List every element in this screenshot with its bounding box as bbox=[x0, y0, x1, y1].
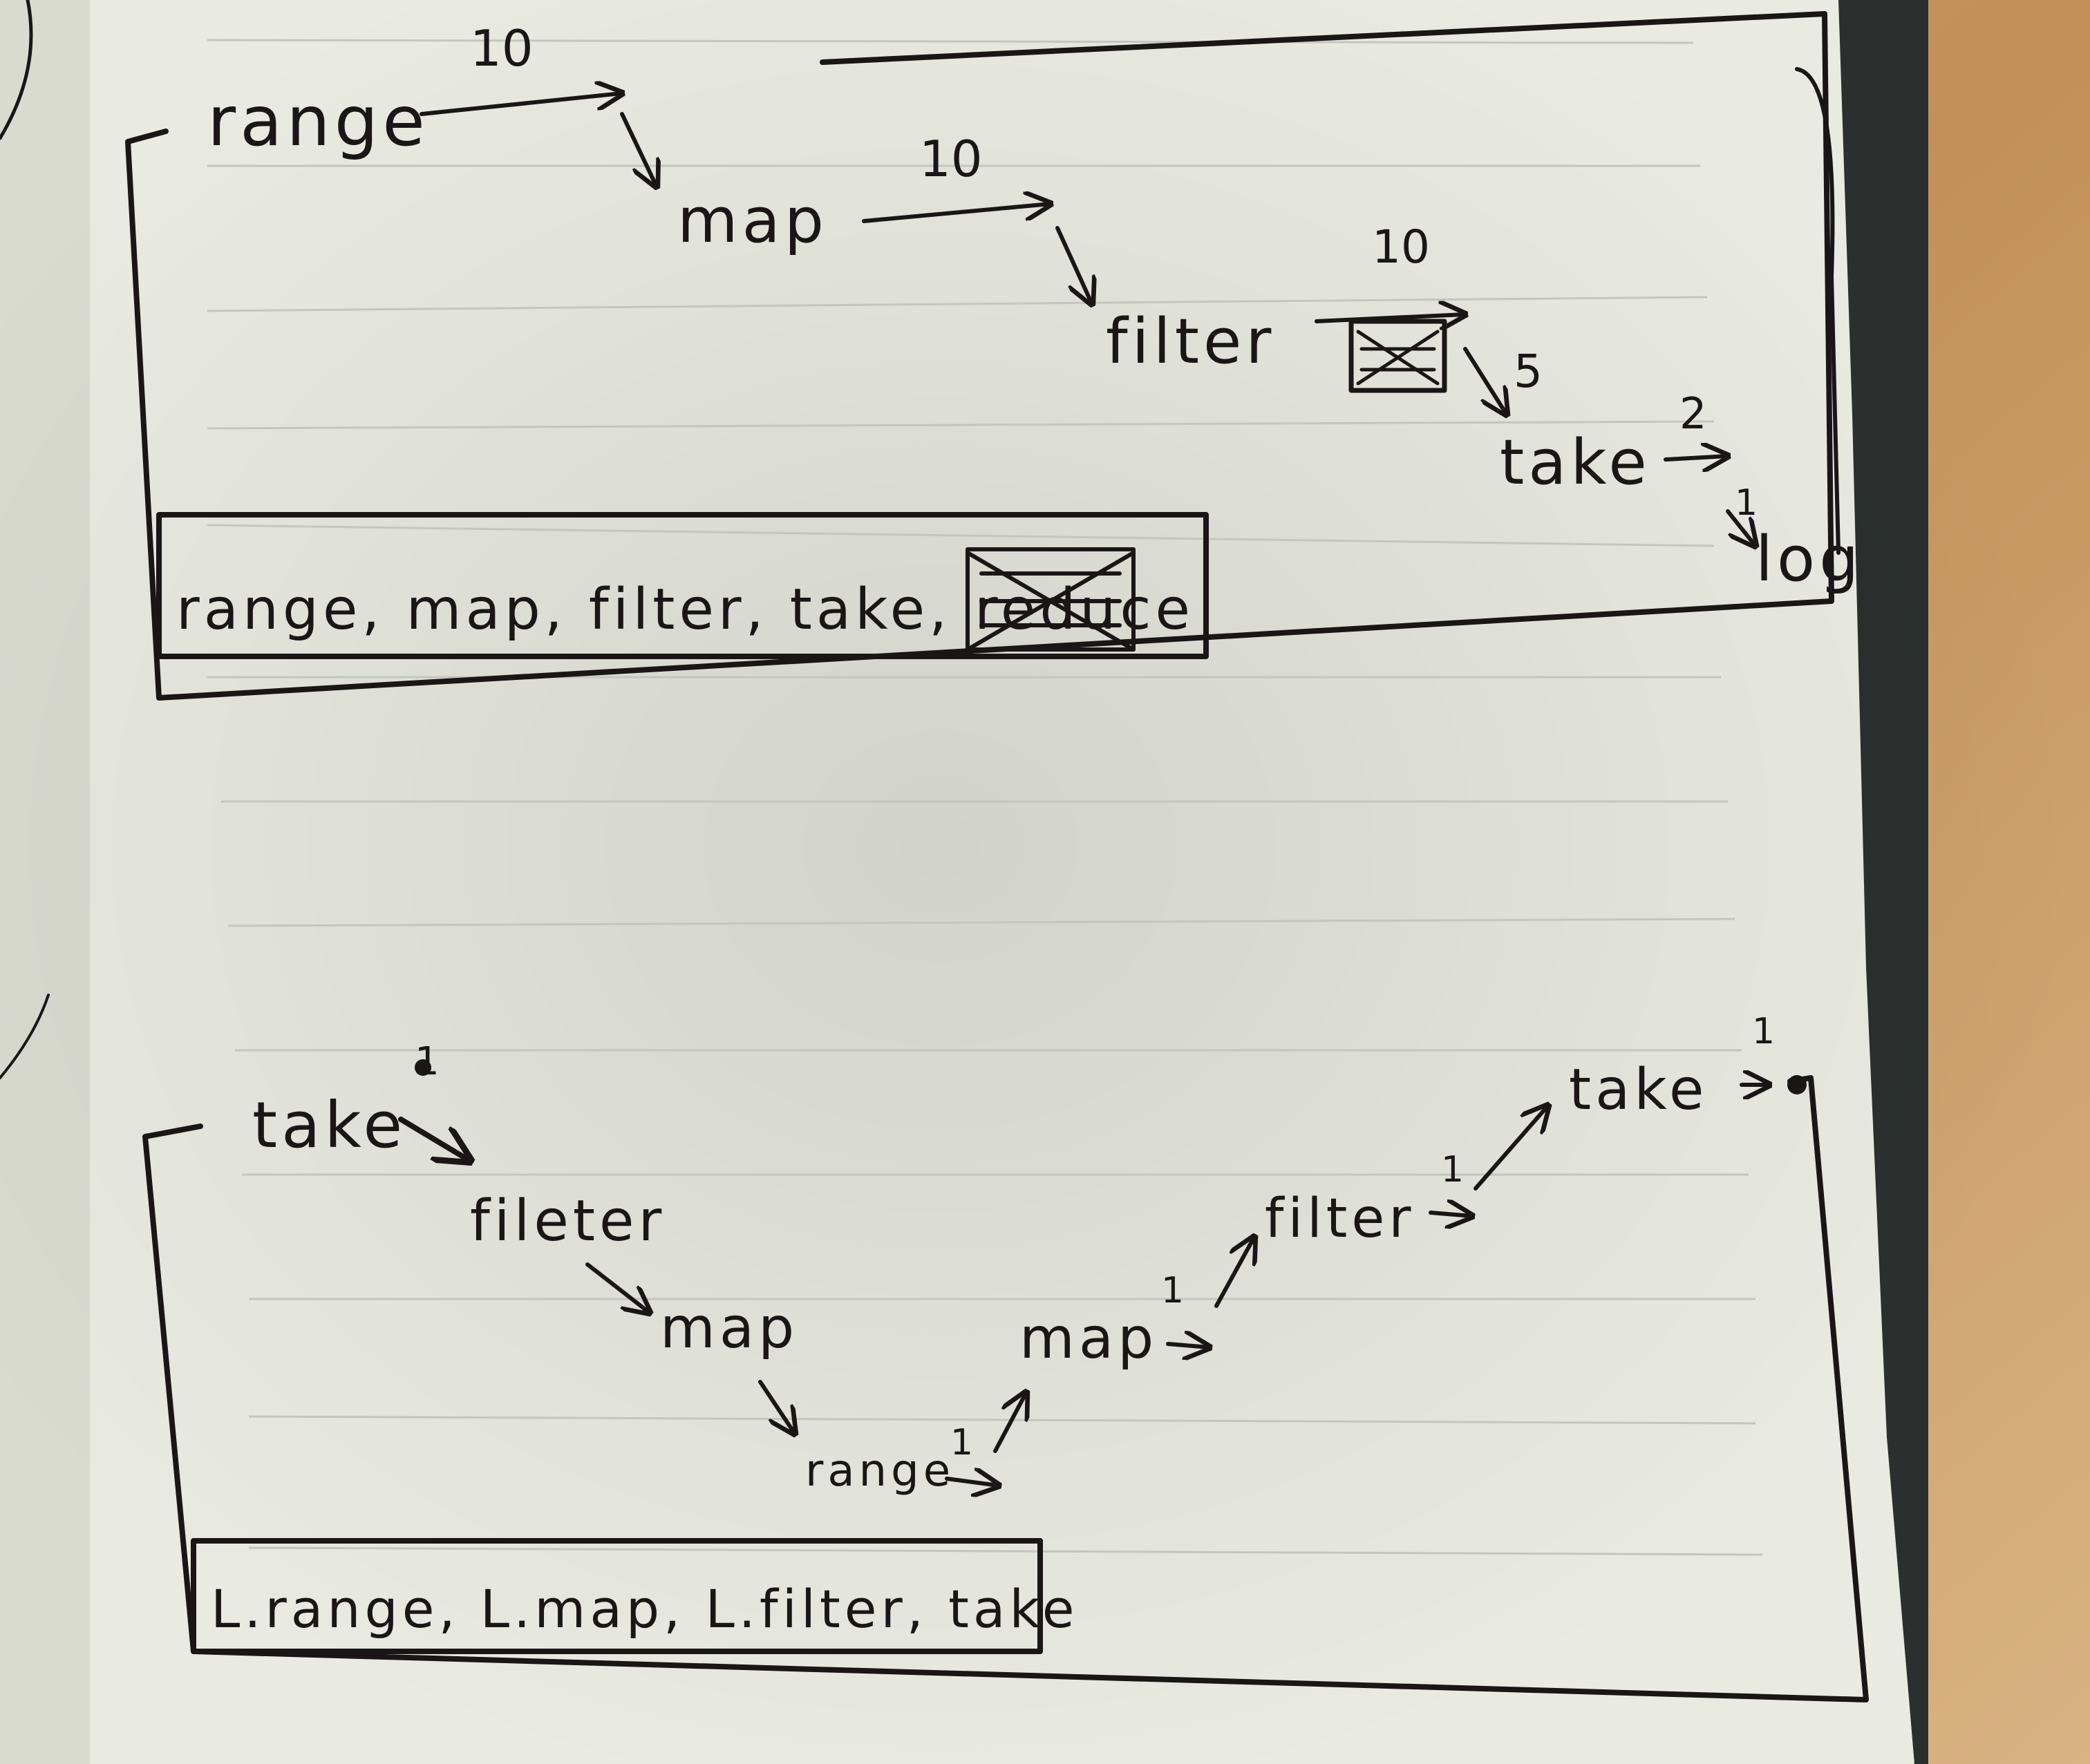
top-arrow-map-filter bbox=[1055, 226, 1092, 304]
ruled-lines bbox=[207, 39, 1763, 1556]
top-summary-box bbox=[156, 512, 1209, 659]
top-frame-inner-stroke bbox=[1795, 67, 1840, 555]
bottom-arrow-filter-take bbox=[1474, 1106, 1548, 1191]
top-arrow-take-out bbox=[1664, 456, 1728, 459]
bottom-arrow-range-out bbox=[945, 1479, 999, 1486]
bottom-arrow-map-out bbox=[1166, 1344, 1209, 1347]
top-step-range: range bbox=[207, 81, 429, 162]
bottom-arrow-fileter-map bbox=[585, 1262, 650, 1313]
bottom-count-range: 1 bbox=[950, 1422, 973, 1463]
bottom-arrow-map-range bbox=[758, 1380, 795, 1434]
top-count-log: 1 bbox=[1735, 482, 1758, 524]
bottom-frame bbox=[142, 1075, 1869, 1703]
bottom-step-fileter: fileter bbox=[470, 1188, 666, 1254]
top-step-take: take bbox=[1500, 426, 1651, 499]
start-dot bbox=[415, 1059, 431, 1076]
bottom-step-filter-up: filter bbox=[1265, 1188, 1415, 1250]
bottom-step-range: range bbox=[805, 1445, 954, 1497]
bottom-step-take: take bbox=[252, 1088, 406, 1162]
bottom-step-take-up: take bbox=[1569, 1057, 1708, 1123]
top-step-log: log bbox=[1755, 523, 1863, 596]
top-arrow-filter-take bbox=[1463, 347, 1507, 415]
bottom-step-map-down: map bbox=[660, 1296, 798, 1361]
scribbled-box bbox=[1348, 319, 1447, 393]
end-dot bbox=[1787, 1075, 1807, 1094]
top-step-filter: filter bbox=[1106, 305, 1275, 378]
top-arrow-filter-out bbox=[1315, 314, 1465, 321]
top-summary-crossed-word: reduce bbox=[975, 577, 1194, 643]
bottom-arrow-range-map bbox=[993, 1392, 1026, 1453]
bottom-count-map: 1 bbox=[1161, 1270, 1184, 1311]
bottom-summary-text: L.range, L.map, L.filter, take bbox=[211, 1578, 1079, 1640]
bottom-summary-box bbox=[191, 1538, 1043, 1654]
top-count-filtered: 5 bbox=[1514, 345, 1543, 398]
top-count-take: 2 bbox=[1679, 388, 1706, 439]
top-step-map: map bbox=[677, 184, 828, 257]
top-count-filter: 10 bbox=[1372, 220, 1430, 274]
bottom-arrow-filter-out bbox=[1429, 1213, 1472, 1216]
top-summary: range, map, filter, take, reduce bbox=[176, 547, 1194, 652]
top-arrow-take-log bbox=[1726, 509, 1755, 546]
bottom-step-map-up: map bbox=[1019, 1306, 1158, 1372]
top-diagram: range, map, filter, take, reduce range m… bbox=[125, 11, 1863, 701]
top-summary-text: range, map, filter, take, bbox=[176, 577, 951, 643]
bottom-arrow-take-fileter bbox=[398, 1117, 470, 1161]
bottom-count-take-up: 1 bbox=[1752, 1011, 1775, 1052]
top-arrow-range-map bbox=[620, 112, 657, 187]
bottom-arrow-map-filter bbox=[1214, 1237, 1254, 1308]
top-count-map: 10 bbox=[919, 130, 983, 188]
top-arrow-range-out bbox=[420, 93, 622, 116]
top-count-range: 10 bbox=[470, 19, 534, 77]
bottom-count-filter: 1 bbox=[1441, 1149, 1464, 1191]
top-arrow-map-out bbox=[862, 204, 1051, 223]
bottom-diagram: L.range, L.map, L.filter, take take file… bbox=[142, 1011, 1869, 1703]
crossed-out-scribble bbox=[966, 547, 1136, 652]
